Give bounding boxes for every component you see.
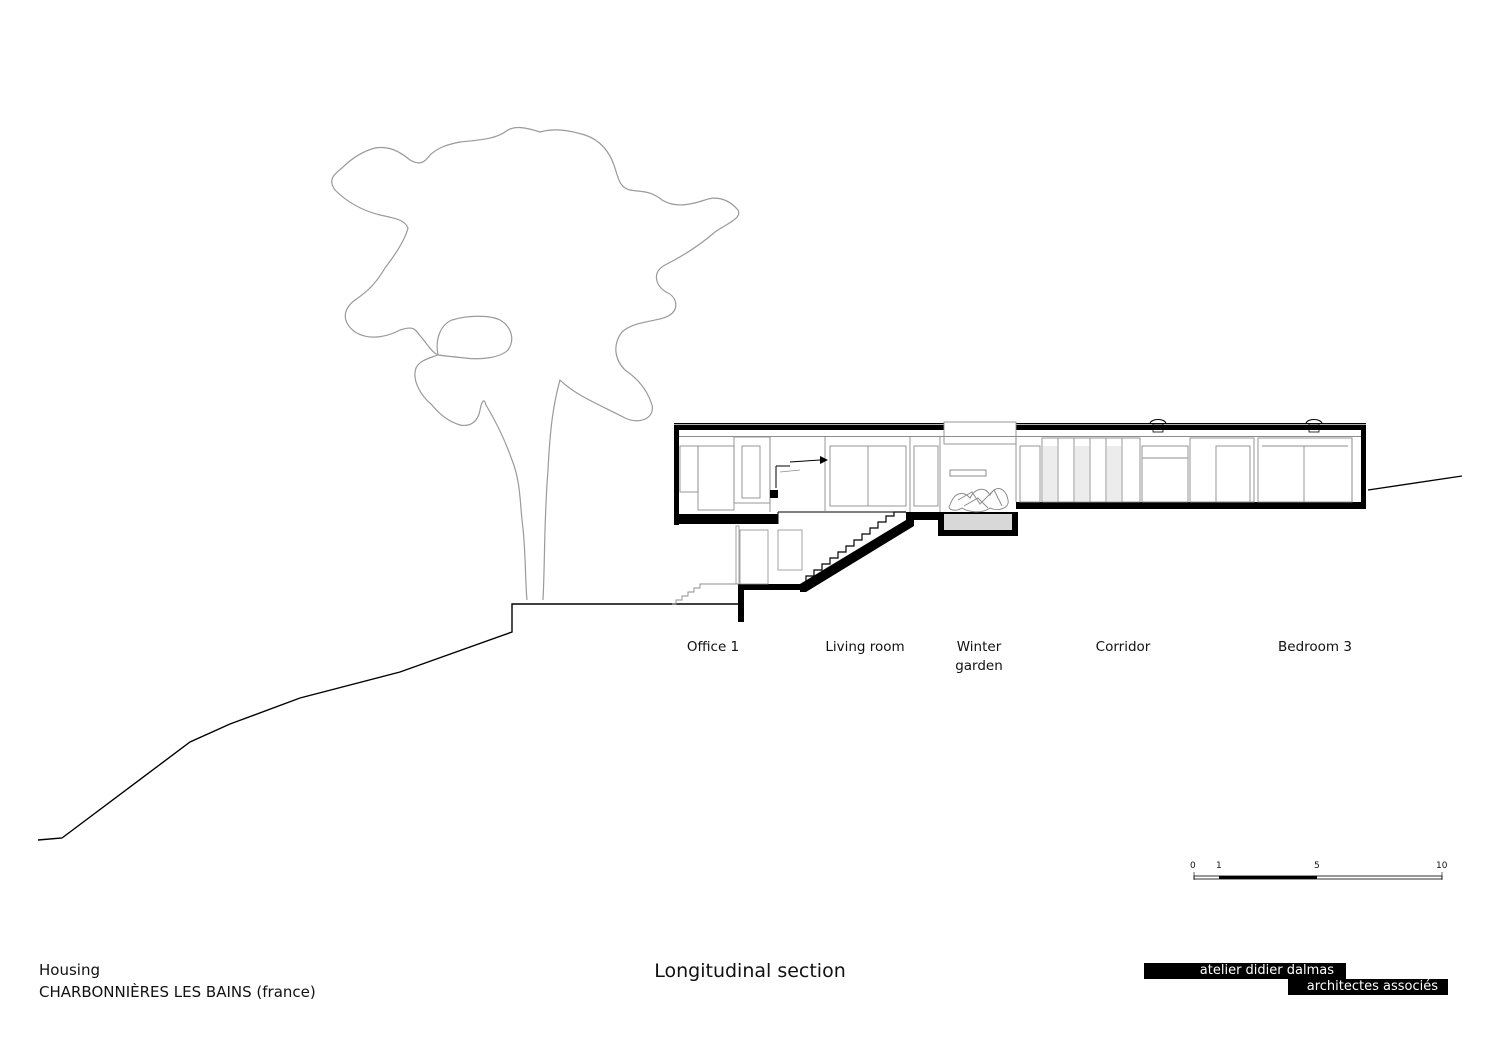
scale-tick-5: 5 bbox=[1314, 861, 1320, 871]
skylight-box bbox=[943, 421, 1017, 445]
firm-line-2-text: architectes associés bbox=[1306, 979, 1438, 994]
floor-slab-lower bbox=[906, 512, 942, 520]
project-info: Housing CHARBONNIÈRES LES BAINS (france) bbox=[39, 959, 316, 1003]
floor-slab-right bbox=[1016, 502, 1366, 509]
roof-vent-2-base bbox=[1308, 423, 1320, 433]
room-label-bedroom: Bedroom 3 bbox=[1278, 639, 1352, 655]
scale-tick-1: 1 bbox=[1216, 861, 1222, 871]
firm-line-1-text: atelier didier dalmas bbox=[1199, 963, 1334, 978]
winter-garden-sculpture bbox=[948, 469, 1009, 513]
roof-thin-line bbox=[674, 436, 1366, 437]
roof-vent-1-base bbox=[1152, 423, 1164, 433]
corridor-panels bbox=[1043, 446, 1121, 501]
room-label-winter-line2: garden bbox=[955, 658, 1003, 674]
roof-vent-1 bbox=[1149, 419, 1167, 425]
left-wall bbox=[674, 425, 679, 525]
right-wall bbox=[1361, 425, 1366, 508]
room-label-winter: Winter garden bbox=[919, 638, 1039, 676]
roof-line-top bbox=[674, 423, 1366, 425]
exterior-steps bbox=[672, 583, 738, 605]
project-type: Housing bbox=[39, 961, 100, 979]
lower-window-1 bbox=[739, 529, 769, 585]
firm-line-2: architectes associés bbox=[1288, 979, 1448, 995]
scale-tick-10: 10 bbox=[1436, 861, 1448, 871]
office-furniture bbox=[770, 456, 828, 498]
interior-elevations bbox=[679, 436, 1353, 512]
room-label-winter-line1: Winter bbox=[956, 639, 1002, 655]
room-label-corridor: Corridor bbox=[1095, 639, 1151, 655]
roof-slab-right bbox=[1016, 425, 1366, 430]
staircase-slab bbox=[800, 520, 914, 592]
roof-slab-left bbox=[674, 425, 944, 430]
project-location: CHARBONNIÈRES LES BAINS (france) bbox=[39, 983, 316, 1001]
firm-line-1: atelier didier dalmas bbox=[1144, 963, 1346, 979]
lower-wall-thin bbox=[735, 525, 740, 585]
scale-bar bbox=[1193, 872, 1443, 880]
ground-right bbox=[1367, 475, 1463, 491]
ground-line bbox=[37, 603, 738, 841]
winter-garden-soil bbox=[944, 514, 1012, 530]
roof-vent-2 bbox=[1305, 419, 1323, 425]
staircase-steps bbox=[805, 511, 906, 582]
retaining-wall bbox=[738, 584, 800, 622]
drawing-title: Longitudinal section bbox=[654, 960, 846, 982]
scale-tick-0: 0 bbox=[1190, 861, 1196, 871]
tree-outline bbox=[331, 126, 740, 601]
tree-canopy-inner bbox=[436, 315, 513, 360]
room-label-office: Office 1 bbox=[686, 639, 740, 655]
floor-slab-office bbox=[674, 514, 778, 524]
lower-window-2 bbox=[777, 529, 803, 571]
room-label-living: Living room bbox=[825, 639, 905, 655]
